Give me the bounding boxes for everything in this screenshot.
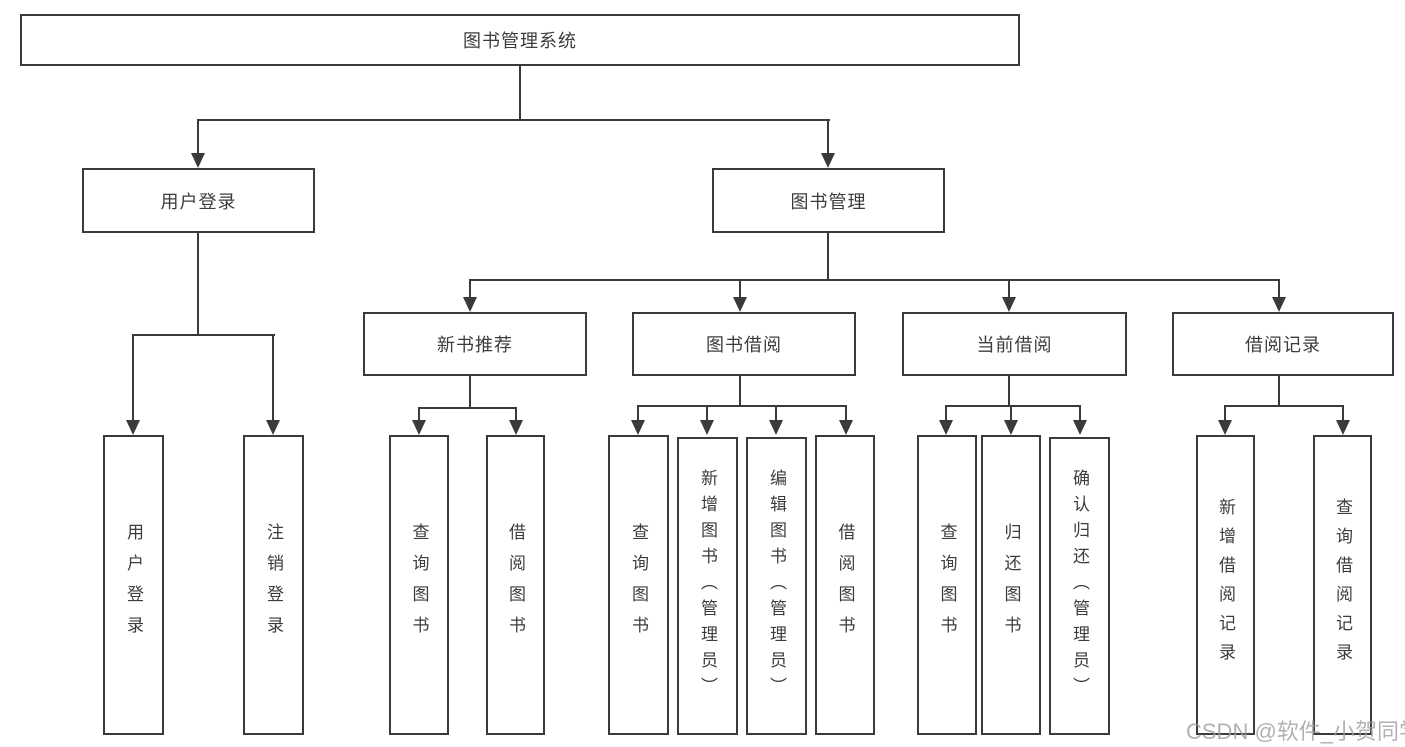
arrow-down-icon: [191, 153, 205, 168]
leaf-current-query-books: 查询图书: [917, 435, 977, 735]
node-root: 图书管理系统: [20, 14, 1020, 66]
arrow-down-icon: [126, 420, 140, 435]
leaf-records-query-record: 查询借阅记录: [1313, 435, 1372, 735]
node-label: 图书管理系统: [463, 31, 577, 51]
connector-line: [469, 279, 1280, 281]
node-label: 查询图书: [937, 523, 957, 647]
leaf-logout: 注销登录: [243, 435, 304, 735]
connector-line: [1224, 405, 1344, 407]
connector-line: [1008, 279, 1010, 299]
arrow-down-icon: [412, 420, 426, 435]
arrow-down-icon: [769, 420, 783, 435]
connector-line: [1278, 376, 1280, 407]
node-new-book-recommend: 新书推荐: [363, 312, 587, 376]
connector-line: [637, 405, 847, 407]
leaf-records-add-record: 新增借阅记录: [1196, 435, 1255, 735]
leaf-borrowing-query-books: 查询图书: [608, 435, 669, 735]
node-label: 用户登录: [160, 191, 237, 212]
arrow-down-icon: [939, 420, 953, 435]
node-label: 编辑图书（管理员）: [767, 469, 786, 703]
connector-line: [197, 119, 199, 155]
node-label: 图书管理: [790, 191, 867, 212]
connector-line: [1008, 376, 1010, 407]
leaf-current-return-books: 归还图书: [981, 435, 1041, 735]
connector-line: [132, 334, 275, 336]
connector-line: [197, 119, 830, 121]
connector-line: [827, 233, 829, 280]
connector-line: [469, 279, 471, 299]
leaf-user-login: 用户登录: [103, 435, 164, 735]
arrow-down-icon: [700, 420, 714, 435]
connector-line: [1079, 405, 1081, 423]
leaf-borrowing-edit-books: 编辑图书（管理员）: [746, 437, 807, 735]
connector-line: [775, 405, 777, 423]
node-label: 查询图书: [629, 523, 648, 647]
node-label: 新增图书（管理员）: [698, 469, 717, 703]
arrow-down-icon: [821, 153, 835, 168]
arrow-down-icon: [266, 420, 280, 435]
watermark: CSDN @软件_小贺同学: [1186, 719, 1405, 744]
node-label: 借阅记录: [1245, 335, 1321, 355]
node-label: 确认归还（管理员）: [1070, 469, 1089, 703]
arrow-down-icon: [839, 420, 853, 435]
node-borrowing-records: 借阅记录: [1172, 312, 1394, 376]
connector-line: [1278, 279, 1280, 299]
arrow-down-icon: [1336, 420, 1350, 435]
node-label: 借阅图书: [835, 523, 855, 647]
leaf-current-confirm-return: 确认归还（管理员）: [1049, 437, 1110, 735]
node-label: 新书推荐: [437, 335, 513, 355]
node-label: 归还图书: [1001, 523, 1021, 647]
arrow-down-icon: [463, 297, 477, 312]
connector-line: [739, 376, 741, 407]
node-label: 查询图书: [409, 523, 429, 647]
node-label: 用户登录: [124, 523, 143, 647]
arrow-down-icon: [1004, 420, 1018, 435]
node-label: 当前借阅: [976, 335, 1053, 355]
arrow-down-icon: [1073, 420, 1087, 435]
connector-line: [519, 66, 521, 121]
node-label: 查询借阅记录: [1333, 498, 1352, 672]
node-current-borrowing: 当前借阅: [902, 312, 1127, 376]
leaf-borrowing-borrow-books: 借阅图书: [815, 435, 875, 735]
connector-line: [945, 405, 947, 423]
node-label: 借阅图书: [506, 523, 525, 647]
connector-line: [827, 119, 829, 155]
connector-line: [1342, 405, 1344, 423]
connector-line: [706, 405, 708, 423]
connector-line: [418, 407, 420, 423]
arrow-down-icon: [1272, 297, 1286, 312]
leaf-recommend-query-books: 查询图书: [389, 435, 449, 735]
connector-line: [515, 407, 517, 423]
node-book-management: 图书管理: [712, 168, 945, 233]
connector-line: [197, 233, 199, 336]
connector-line: [739, 279, 741, 299]
node-label: 图书借阅: [706, 335, 782, 355]
connector-line: [132, 334, 134, 422]
connector-line: [418, 407, 517, 409]
arrow-down-icon: [631, 420, 645, 435]
connector-line: [945, 405, 1081, 407]
arrow-down-icon: [509, 420, 523, 435]
connector-line: [469, 376, 471, 409]
arrow-down-icon: [733, 297, 747, 312]
leaf-borrowing-add-books: 新增图书（管理员）: [677, 437, 738, 735]
connector-line: [272, 334, 274, 422]
node-label: 新增借阅记录: [1216, 498, 1235, 672]
arrow-down-icon: [1002, 297, 1016, 312]
arrow-down-icon: [1218, 420, 1232, 435]
connector-line: [845, 405, 847, 423]
connector-line: [637, 405, 639, 423]
leaf-recommend-borrow-books: 借阅图书: [486, 435, 545, 735]
node-book-borrowing: 图书借阅: [632, 312, 856, 376]
connector-line: [1010, 405, 1012, 423]
node-label: 注销登录: [264, 523, 283, 647]
node-user-login: 用户登录: [82, 168, 315, 233]
connector-line: [1224, 405, 1226, 423]
